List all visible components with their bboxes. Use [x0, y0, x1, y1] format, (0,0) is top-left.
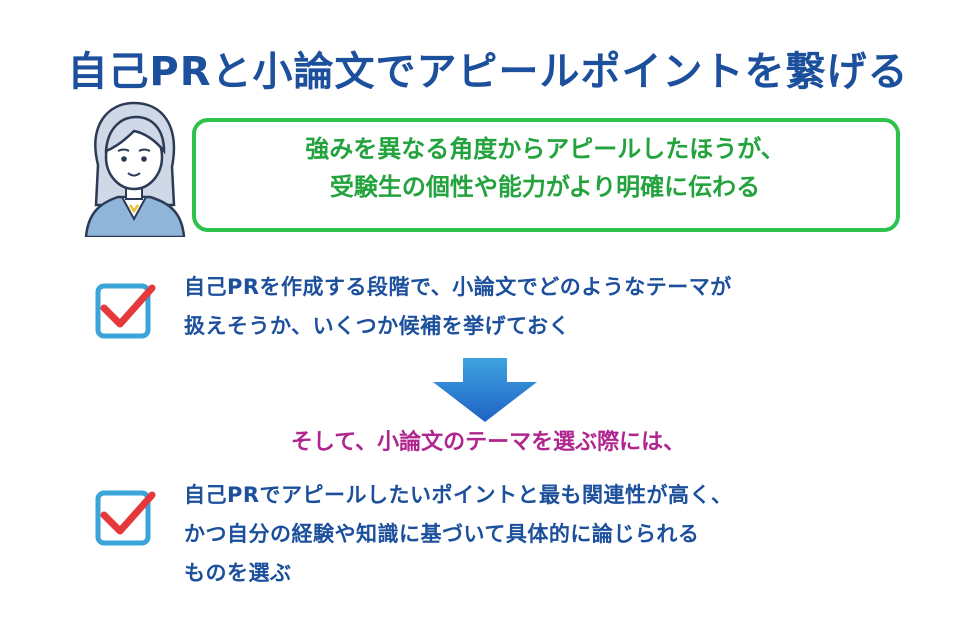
check-item-2-line-3: ものを選ぶ [184, 561, 292, 585]
middle-text: そして、小論文のテーマを選ぶ際には、 [290, 430, 686, 455]
checkbox-checked-icon [95, 490, 156, 546]
check-item-1-line-1: 自己PRを作成する段階で、小論文でどのようなテーマが [184, 275, 732, 299]
speech-bubble [192, 118, 900, 232]
checkbox-checked-icon [95, 283, 156, 339]
check-item-1: 自己PRを作成する段階で、小論文でどのようなテーマが 扱えそうか、いくつか候補を… [184, 268, 924, 346]
check-item-2-line-2: かつ自分の経験や知識に基づいて具体的に論じられる [184, 522, 700, 546]
woman-avatar-icon [84, 101, 186, 237]
check-item-2-line-1: 自己PRでアピールしたいポイントと最も関連性が高く、 [184, 483, 733, 507]
bubble-line-2: 受験生の個性や能力がより明確に伝わる [329, 173, 761, 201]
speech-bubble-text: 強みを異なる角度からアピールしたほうが、 受験生の個性や能力がより明確に伝わる [200, 130, 890, 206]
bubble-line-1: 強みを異なる角度からアピールしたほうが、 [305, 135, 785, 163]
check-item-2: 自己PRでアピールしたいポイントと最も関連性が高く、 かつ自分の経験や知識に基づ… [184, 476, 924, 593]
check-item-1-line-2: 扱えそうか、いくつか候補を挙げておく [184, 314, 570, 338]
page-title: 自己PRと小論文でアピールポイントを繋げる [67, 49, 909, 95]
down-arrow-icon [433, 358, 537, 422]
